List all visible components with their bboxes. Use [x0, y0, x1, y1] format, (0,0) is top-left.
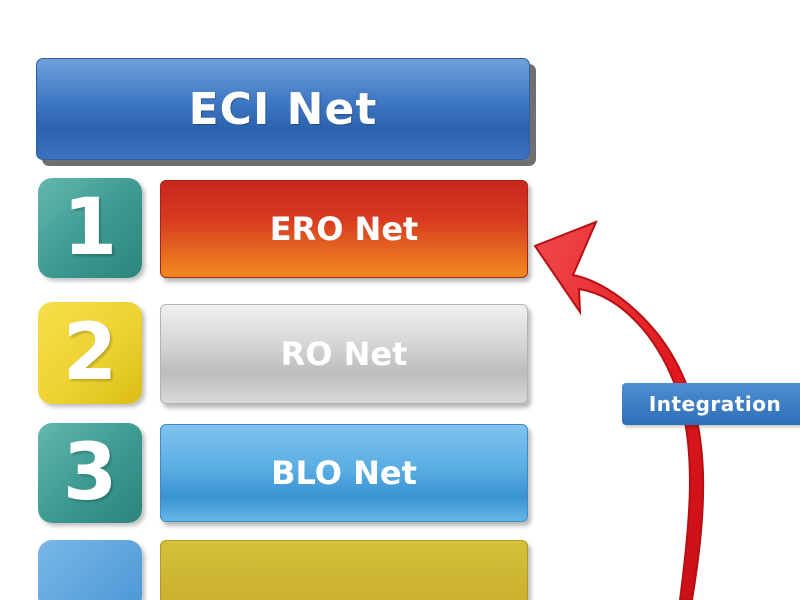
ro-net-label: RO Net: [280, 335, 408, 373]
blo-net-bar: BLO Net: [160, 424, 528, 522]
level-1-badge: 1: [38, 178, 142, 278]
ero-net-bar: ERO Net: [160, 180, 528, 278]
level-2-badge: 2: [38, 302, 142, 404]
level-4-badge-partial: [38, 540, 142, 600]
level-4-bar-partial: [160, 540, 528, 600]
integration-label: Integration: [622, 383, 800, 425]
eci-net-bar: ECI Net: [36, 58, 530, 160]
blo-net-label: BLO Net: [271, 454, 417, 492]
ero-net-label: ERO Net: [269, 210, 419, 248]
eci-net-label: ECI Net: [188, 83, 378, 135]
ro-net-bar: RO Net: [160, 304, 528, 404]
level-3-badge: 3: [38, 423, 142, 523]
